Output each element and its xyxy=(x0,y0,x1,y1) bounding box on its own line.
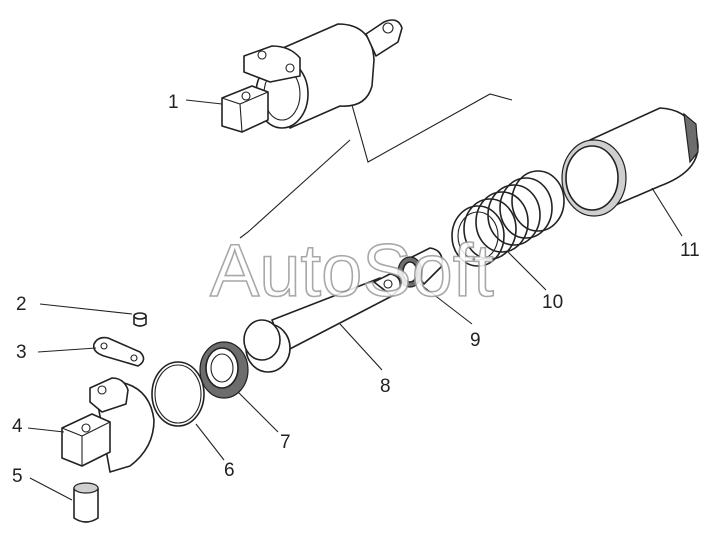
part-9-bushing xyxy=(397,247,444,288)
leader-4 xyxy=(27,427,65,433)
part-10-spring xyxy=(451,170,565,267)
callout-5: 5 xyxy=(12,466,23,487)
callout-9: 9 xyxy=(470,330,481,351)
leader-9 xyxy=(419,283,473,325)
assembly-axis-line xyxy=(349,93,513,163)
leader-11 xyxy=(651,187,683,237)
callout-2: 2 xyxy=(16,294,27,315)
leader-5 xyxy=(29,477,73,501)
callout-7: 7 xyxy=(280,432,291,453)
part-5-sleeve xyxy=(73,482,99,523)
leader-10 xyxy=(507,251,547,291)
part-3-link-plate xyxy=(92,336,145,367)
part-11-cylinder-sleeve xyxy=(561,107,699,217)
callout-6: 6 xyxy=(224,460,235,481)
callout-3: 3 xyxy=(16,342,27,363)
callout-4: 4 xyxy=(12,416,23,437)
leader-6 xyxy=(195,423,225,461)
callout-11: 11 xyxy=(680,240,700,261)
watermark-text: AutoSoft xyxy=(210,229,494,312)
part-8-piston-rod xyxy=(243,273,402,373)
assembly-axis-line-lower xyxy=(239,139,351,239)
leader-7 xyxy=(237,391,279,433)
leader-1 xyxy=(185,99,223,105)
part-7-seal xyxy=(199,341,249,399)
leader-8 xyxy=(339,323,383,371)
leader-3 xyxy=(37,347,97,353)
part-6-o-ring xyxy=(151,361,205,427)
leader-2 xyxy=(39,303,133,315)
part-4-end-cap xyxy=(61,377,155,473)
part-2-pin xyxy=(133,312,147,327)
part-1-cylinder-assembly xyxy=(221,19,403,133)
callout-8: 8 xyxy=(380,376,391,397)
callout-10: 10 xyxy=(542,292,563,313)
callout-1: 1 xyxy=(168,92,179,113)
